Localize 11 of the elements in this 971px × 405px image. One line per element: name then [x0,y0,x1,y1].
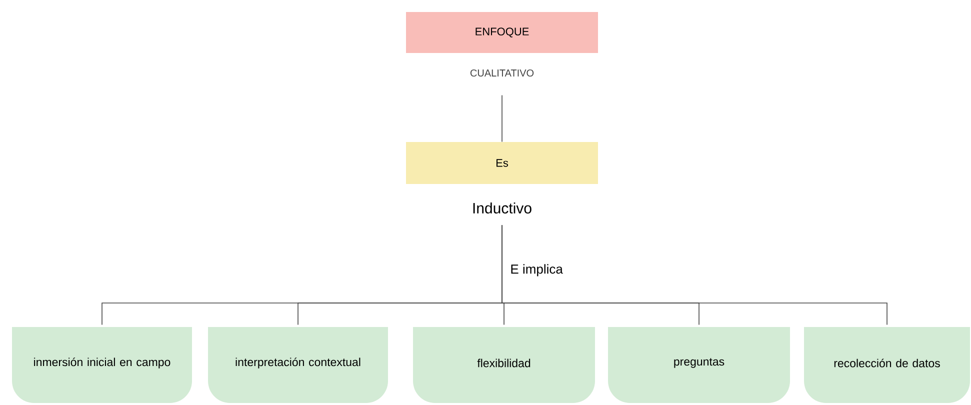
rounded-box: flexibilidad [413,327,595,403]
rounded-box: interpretación contextual [208,327,388,403]
subtitle: Inductivo [473,202,532,214]
rounded-box: preguntas [608,327,790,403]
subtitle: CUALITATIVO [470,69,534,77]
rounded-box: inmersión inicial en campo [12,327,192,403]
rounded-box: recolección de datos [804,327,970,403]
header-box: Es [406,142,598,184]
edge-label: E implica [509,263,564,278]
connector-line [502,224,888,326]
header-box: ENFOQUE [406,12,598,53]
